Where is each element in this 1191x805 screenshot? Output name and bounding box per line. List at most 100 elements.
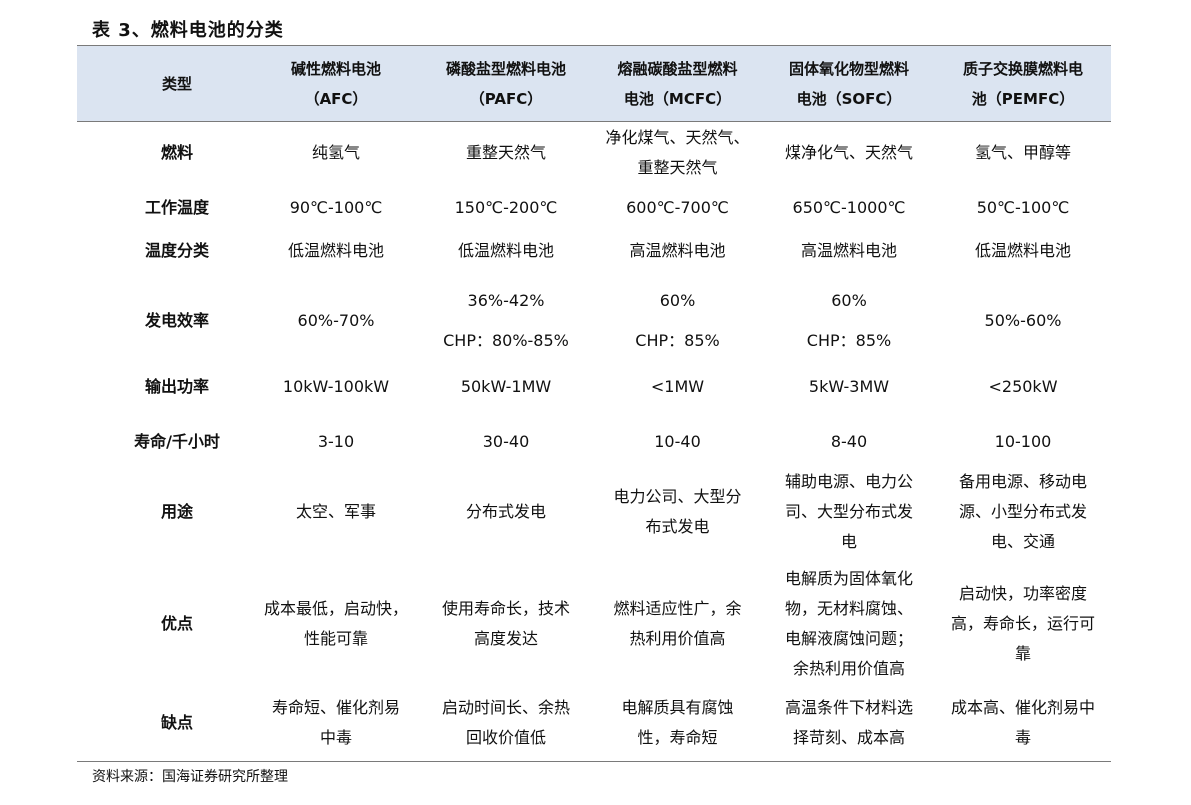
cell-line: 物，无材料腐蚀、 — [784, 599, 913, 618]
table-cell: 净化煤气、天然气、重整天然气 — [592, 127, 763, 179]
table-cell: 650℃-1000℃ — [763, 188, 935, 228]
row-label: 输出功率 — [144, 376, 209, 396]
header-cell: 碱性燃料电池（AFC） — [250, 46, 422, 121]
cell-line: 5kW-3MW — [808, 376, 890, 396]
cell-line: 10-100 — [994, 432, 1052, 451]
table-cell: 8-40 — [763, 420, 935, 464]
table-cell: 10kW-100kW — [250, 364, 422, 409]
cell-line: （PAFC） — [469, 89, 543, 108]
cell-line: 36%-42% — [467, 291, 545, 310]
table-cell: 低温燃料电池 — [935, 228, 1111, 273]
table-top-rule — [77, 45, 1111, 46]
table-cell: 50℃-100℃ — [935, 188, 1111, 228]
cell-line: 电解质具有腐蚀 — [621, 698, 734, 717]
table-cell: 煤净化气、天然气 — [763, 127, 935, 179]
table-cell: 10-40 — [592, 420, 763, 464]
cell-line: 性，寿命短 — [637, 728, 718, 747]
cell-line: 备用电源、移动电 — [958, 472, 1087, 491]
cell-line: 10kW-100kW — [282, 376, 390, 396]
cell-line: 固体氧化物型燃料 — [788, 59, 909, 78]
cell-line: 60% — [659, 291, 696, 310]
cell-line: 60% — [831, 291, 867, 310]
table-cell: 电力公司、大型分布式发电 — [592, 462, 763, 562]
cell-line: 燃料适应性广，余 — [613, 599, 742, 618]
table-cell: 30-40 — [420, 420, 592, 464]
table-cell: 太空、军事 — [250, 462, 422, 562]
cell-line: 性能可靠 — [303, 629, 368, 648]
table-cell: 36%-42% CHP：80%-85% — [420, 278, 592, 364]
cell-line: 氢气、甲醇等 — [974, 143, 1071, 162]
row-label: 缺点 — [160, 713, 193, 732]
table-cell: 600℃-700℃ — [592, 188, 763, 228]
cell-line: 池（PEMFC） — [971, 89, 1075, 108]
cell-line: 3-10 — [317, 432, 355, 451]
row-label: 寿命/千小时 — [134, 432, 220, 451]
table-cell: 150℃-200℃ — [420, 188, 592, 228]
table-cell: 高温燃料电池 — [763, 228, 935, 273]
cell-line: 高温燃料电池 — [629, 240, 726, 260]
table-cell: 90℃-100℃ — [250, 188, 422, 228]
cell-line: 60%-70% — [297, 311, 375, 330]
cell-line: 回收价值低 — [465, 728, 546, 747]
cell-line: 电池（SOFC） — [796, 89, 902, 108]
cell-line: 电池（MCFC） — [623, 89, 732, 108]
table-cell: 辅助电源、电力公司、大型分布式发电 — [763, 462, 935, 562]
cell-line: （AFC） — [304, 89, 368, 108]
cell-line: 600℃-700℃ — [626, 198, 729, 217]
cell-line: 中毒 — [319, 728, 352, 747]
cell-line: 辅助电源、电力公 — [784, 472, 913, 491]
table-cell: 60%-70% — [250, 278, 422, 364]
cell-line: 电解液腐蚀问题； — [784, 629, 913, 648]
cell-line: 重整天然气 — [465, 143, 546, 162]
cell-line: 重整天然气 — [637, 158, 718, 177]
cell-line: <1MW — [650, 376, 705, 396]
cell-line: 高温燃料电池 — [800, 240, 897, 260]
table-cell: 60% CHP：85% — [763, 278, 935, 364]
cell-line: 50kW-1MW — [460, 376, 552, 396]
cell-line: 司、大型分布式发 — [784, 502, 913, 521]
cell-line: 8-40 — [830, 432, 868, 451]
cell-line: 煤净化气、天然气 — [784, 143, 913, 162]
table-cell: 高温条件下材料选择苛刻、成本高 — [763, 686, 935, 760]
table-cell: 备用电源、移动电源、小型分布式发电、交通 — [935, 462, 1111, 562]
table-cell: 50%-60% — [935, 278, 1111, 364]
table-cell: 电解质具有腐蚀性，寿命短 — [592, 686, 763, 760]
table-cell: 成本最低，启动快，性能可靠 — [250, 562, 422, 686]
row-label: 用途 — [160, 502, 193, 521]
cell-line: 650℃-1000℃ — [792, 198, 906, 217]
cell-line: 靠 — [1014, 644, 1031, 663]
cell-line: 使用寿命长，技术 — [441, 599, 570, 618]
cell-line: 择苛刻、成本高 — [792, 728, 905, 747]
cell-line: 50%-60% — [984, 311, 1062, 330]
cell-line: 高，寿命长，运行可 — [950, 614, 1095, 633]
cell-line: CHP：85% — [635, 331, 720, 350]
table-cell: 重整天然气 — [420, 127, 592, 179]
cell-line — [503, 316, 508, 326]
table-cell: 10-100 — [935, 420, 1111, 464]
cell-line: 低温燃料电池 — [974, 240, 1071, 260]
table-cell: 高温燃料电池 — [592, 228, 763, 273]
cell-line: 纯氢气 — [311, 143, 360, 162]
cell-line: 成本高、催化剂易中 — [950, 698, 1095, 717]
cell-line: 热利用价值高 — [629, 629, 726, 648]
table-cell: <1MW — [592, 364, 763, 409]
cell-line: 太空、军事 — [295, 502, 376, 521]
table-cell: 分布式发电 — [420, 462, 592, 562]
cell-line: CHP：80%-85% — [443, 331, 569, 350]
cell-line: 电解质为固体氧化 — [784, 569, 913, 588]
table-header-rule — [77, 121, 1111, 122]
cell-line: 源、小型分布式发 — [958, 502, 1087, 521]
cell-line: 150℃-200℃ — [454, 198, 558, 217]
row-label: 优点 — [160, 614, 193, 633]
row-label: 燃料 — [160, 143, 193, 162]
cell-line: 30-40 — [482, 432, 530, 451]
table-header-row — [77, 46, 1111, 121]
cell-line: 电 — [840, 532, 857, 551]
cell-line — [675, 316, 680, 326]
table-cell: 启动快，功率密度高，寿命长，运行可靠 — [935, 562, 1111, 686]
table-cell: 成本高、催化剂易中毒 — [935, 686, 1111, 760]
table-cell: 低温燃料电池 — [250, 228, 422, 273]
table-cell: 燃料适应性广，余热利用价值高 — [592, 562, 763, 686]
cell-line: 启动时间长、余热 — [441, 698, 570, 717]
cell-line: 10-40 — [654, 432, 701, 451]
